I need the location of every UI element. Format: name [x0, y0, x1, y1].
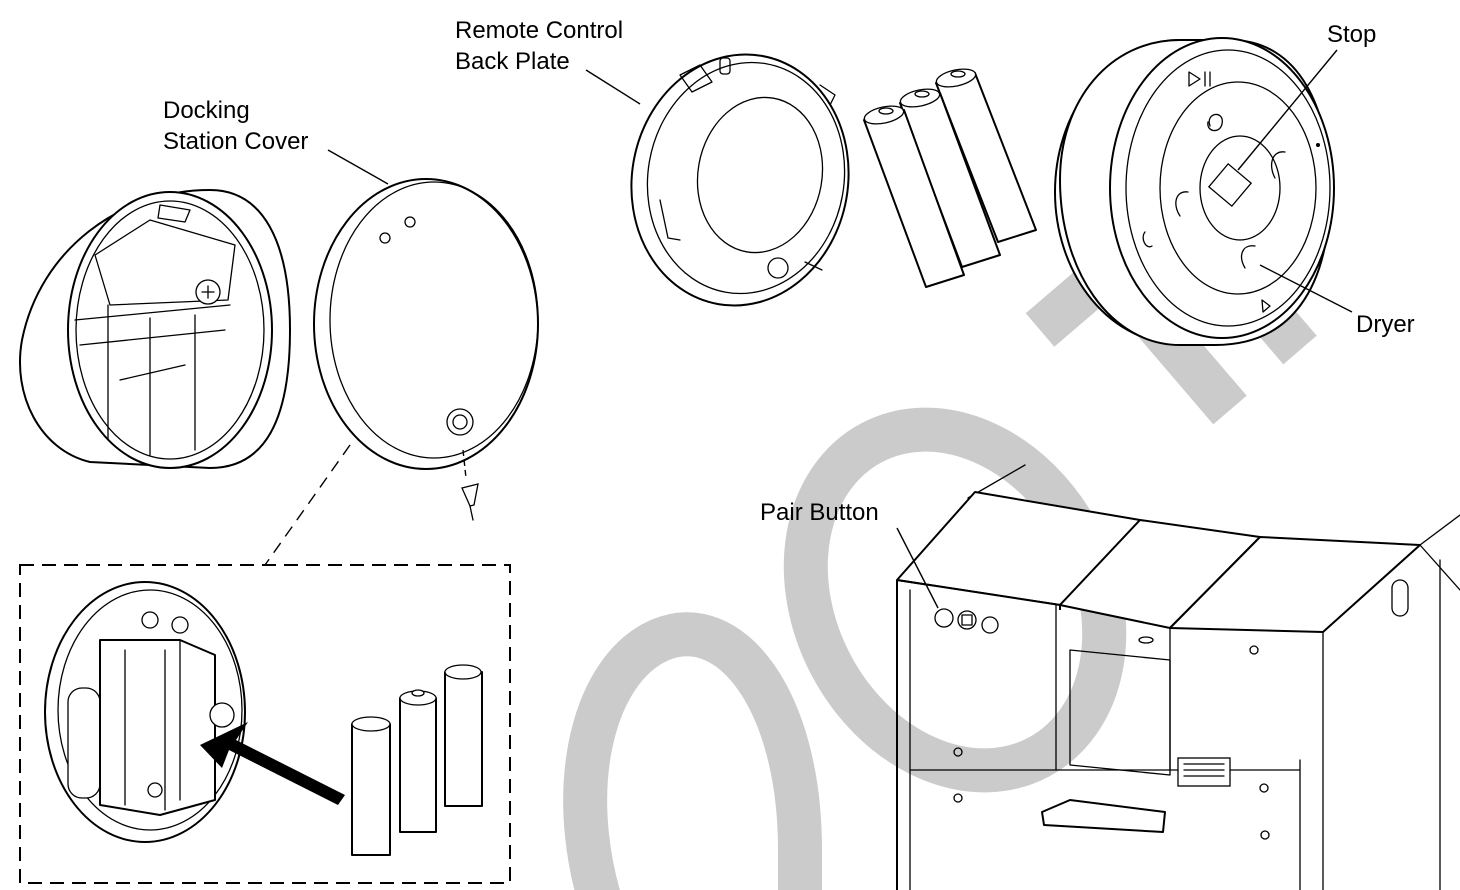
pair-button-leader [896, 527, 939, 609]
docking-station-illustration [18, 189, 291, 469]
docking-station-cover [313, 178, 539, 521]
remote-control-front [1054, 37, 1335, 346]
docking-cover-label-line1: Docking [163, 97, 250, 124]
inset-box [19, 564, 511, 884]
light-icon [1261, 299, 1271, 313]
play-pause-icon [1188, 71, 1211, 87]
stop-icon [1207, 162, 1253, 208]
remote-batteries [863, 68, 1037, 288]
remote-back-plate-label-line2: Back Plate [455, 48, 570, 75]
wash-icon-right [1271, 151, 1286, 179]
remote-back-plate-label-line1: Remote Control [455, 17, 623, 44]
inset-battery-compartment [44, 581, 246, 843]
mic-icon [1142, 231, 1153, 248]
watermark-letter-O-small [563, 612, 822, 890]
insert-arrow [200, 722, 345, 805]
spiral-icon [1207, 113, 1223, 132]
inset-batteries [351, 664, 483, 856]
inset-callout-line [264, 444, 351, 566]
docking-cover-label-line2: Station Cover [163, 128, 308, 155]
dryer-leader [1259, 264, 1353, 313]
dryer-label: Dryer [1356, 311, 1415, 338]
dryer-icon [1241, 245, 1256, 269]
docking-cover-leader [327, 149, 389, 185]
seat-base-unit [896, 464, 1460, 890]
stop-leader [1237, 49, 1338, 171]
remote-back-plate-leader [585, 69, 641, 105]
stop-label: Stop [1327, 21, 1376, 48]
wash-icon-left [1175, 191, 1189, 217]
remote-back-plate [630, 53, 850, 307]
pair-button-label: Pair Button [760, 499, 879, 526]
pair-button-icon [934, 608, 954, 628]
